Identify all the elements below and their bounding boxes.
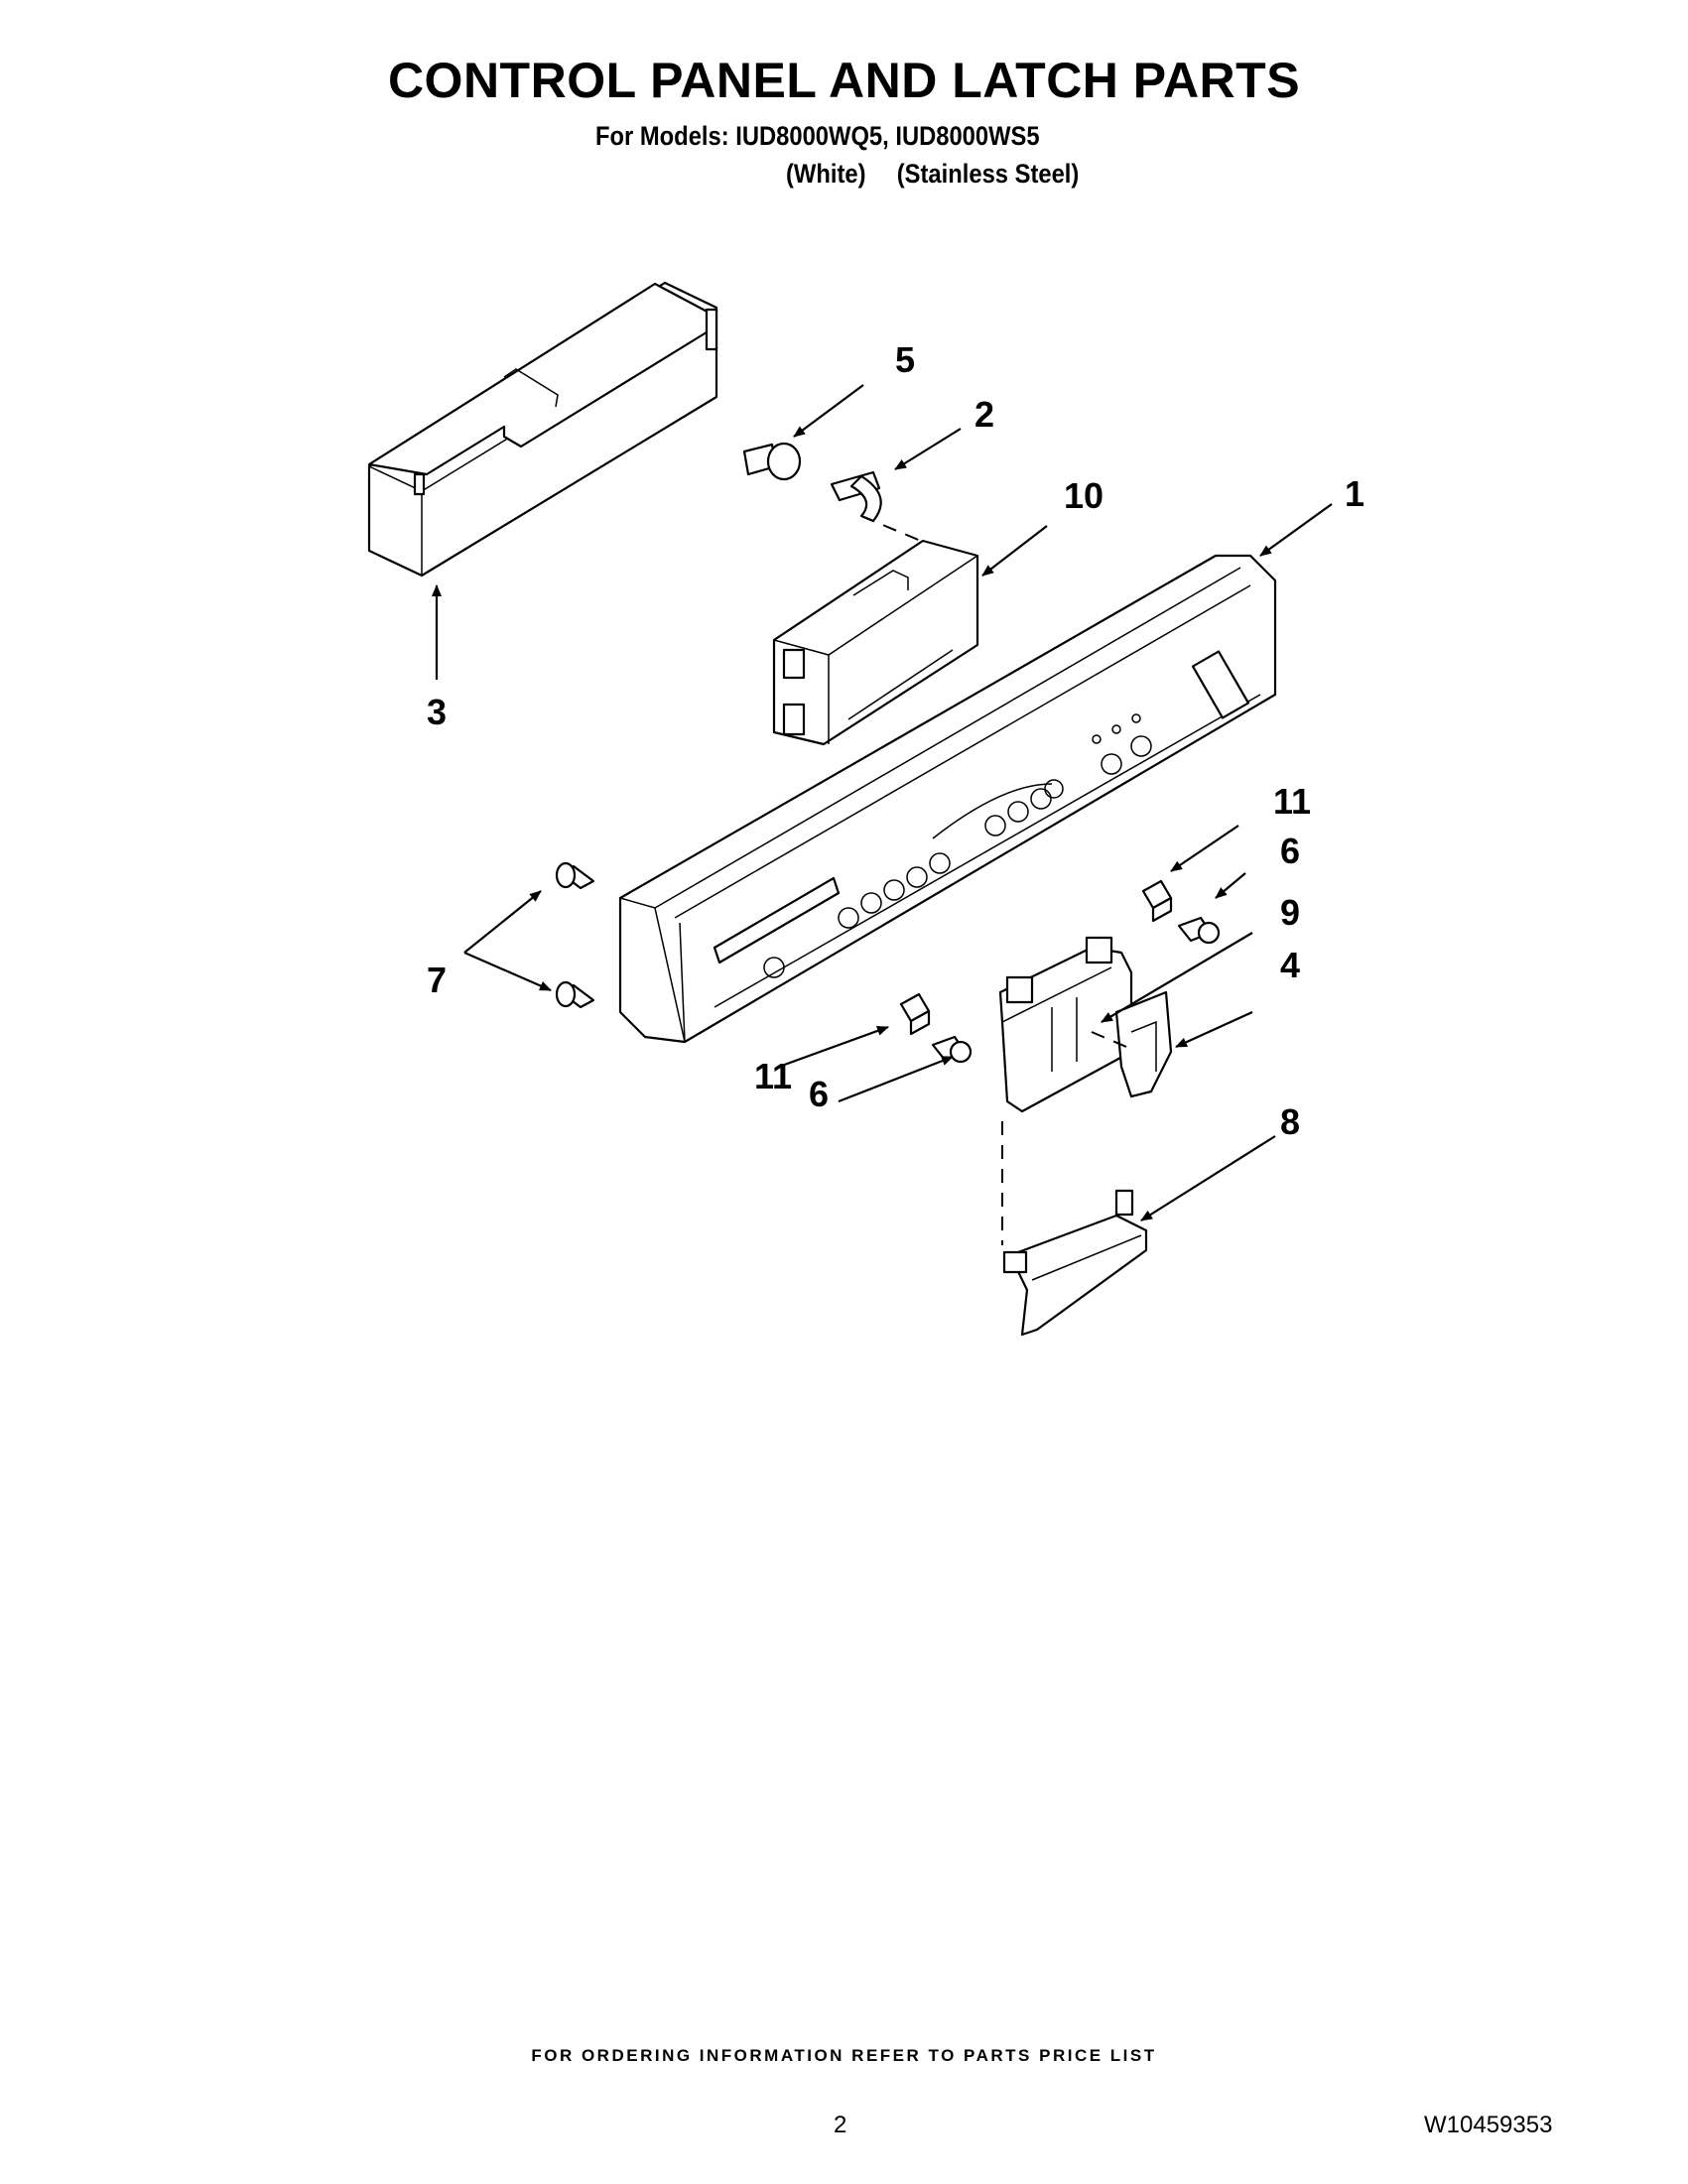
ordering-note: FOR ORDERING INFORMATION REFER TO PARTS … (531, 2046, 1157, 2065)
part-door-handle (1002, 1189, 1148, 1337)
part-control-board (772, 539, 979, 746)
part-control-panel (618, 554, 1277, 1044)
page-title: CONTROL PANEL AND LATCH PARTS (387, 53, 1301, 108)
callout-1: 1 (1345, 473, 1364, 514)
callout-11-upper: 11 (1273, 781, 1311, 822)
callout-6-upper: 6 (1280, 831, 1300, 871)
callout-2: 2 (974, 394, 994, 435)
callout-labels: 1 2 3 4 5 6 6 7 8 9 10 11 11 (427, 339, 1364, 1142)
callout-9: 9 (1280, 892, 1300, 933)
part-thermal-fuse (742, 442, 802, 481)
part-console-cover (367, 281, 718, 578)
callout-6-lower: 6 (809, 1074, 829, 1114)
variant-stainless: (Stainless Steel) (896, 159, 1080, 189)
callout-7: 7 (427, 960, 447, 1000)
models-line: For Models: IUD8000WQ5, IUD8000WS5 (595, 121, 1040, 151)
callout-4: 4 (1280, 945, 1300, 985)
part-latch-housing (998, 936, 1133, 1113)
callout-5: 5 (895, 339, 915, 380)
part-screw-6-upper (1177, 916, 1221, 945)
part-latch (1114, 990, 1173, 1098)
model-variants: (White) (Stainless Steel) (786, 159, 1104, 190)
assembly-line-bracket (860, 515, 929, 545)
control-buttons (763, 713, 1152, 978)
part-fuse-bracket (830, 470, 882, 523)
part-screws-7 (555, 861, 595, 1009)
document-number: W10459353 (1424, 2112, 1553, 2138)
assembly-line-latch (1091, 1031, 1127, 1048)
callout-8: 8 (1280, 1101, 1300, 1142)
callout-11-lower: 11 (754, 1056, 792, 1096)
leader-lines (432, 384, 1333, 1221)
part-screw-6-lower (931, 1035, 973, 1064)
variant-white: (White) (786, 159, 866, 189)
callout-3: 3 (427, 692, 447, 732)
part-strike-upper (1141, 879, 1173, 923)
part-strike-lower (899, 992, 931, 1036)
page-number: 2 (834, 2112, 847, 2138)
callout-10: 10 (1064, 475, 1104, 516)
